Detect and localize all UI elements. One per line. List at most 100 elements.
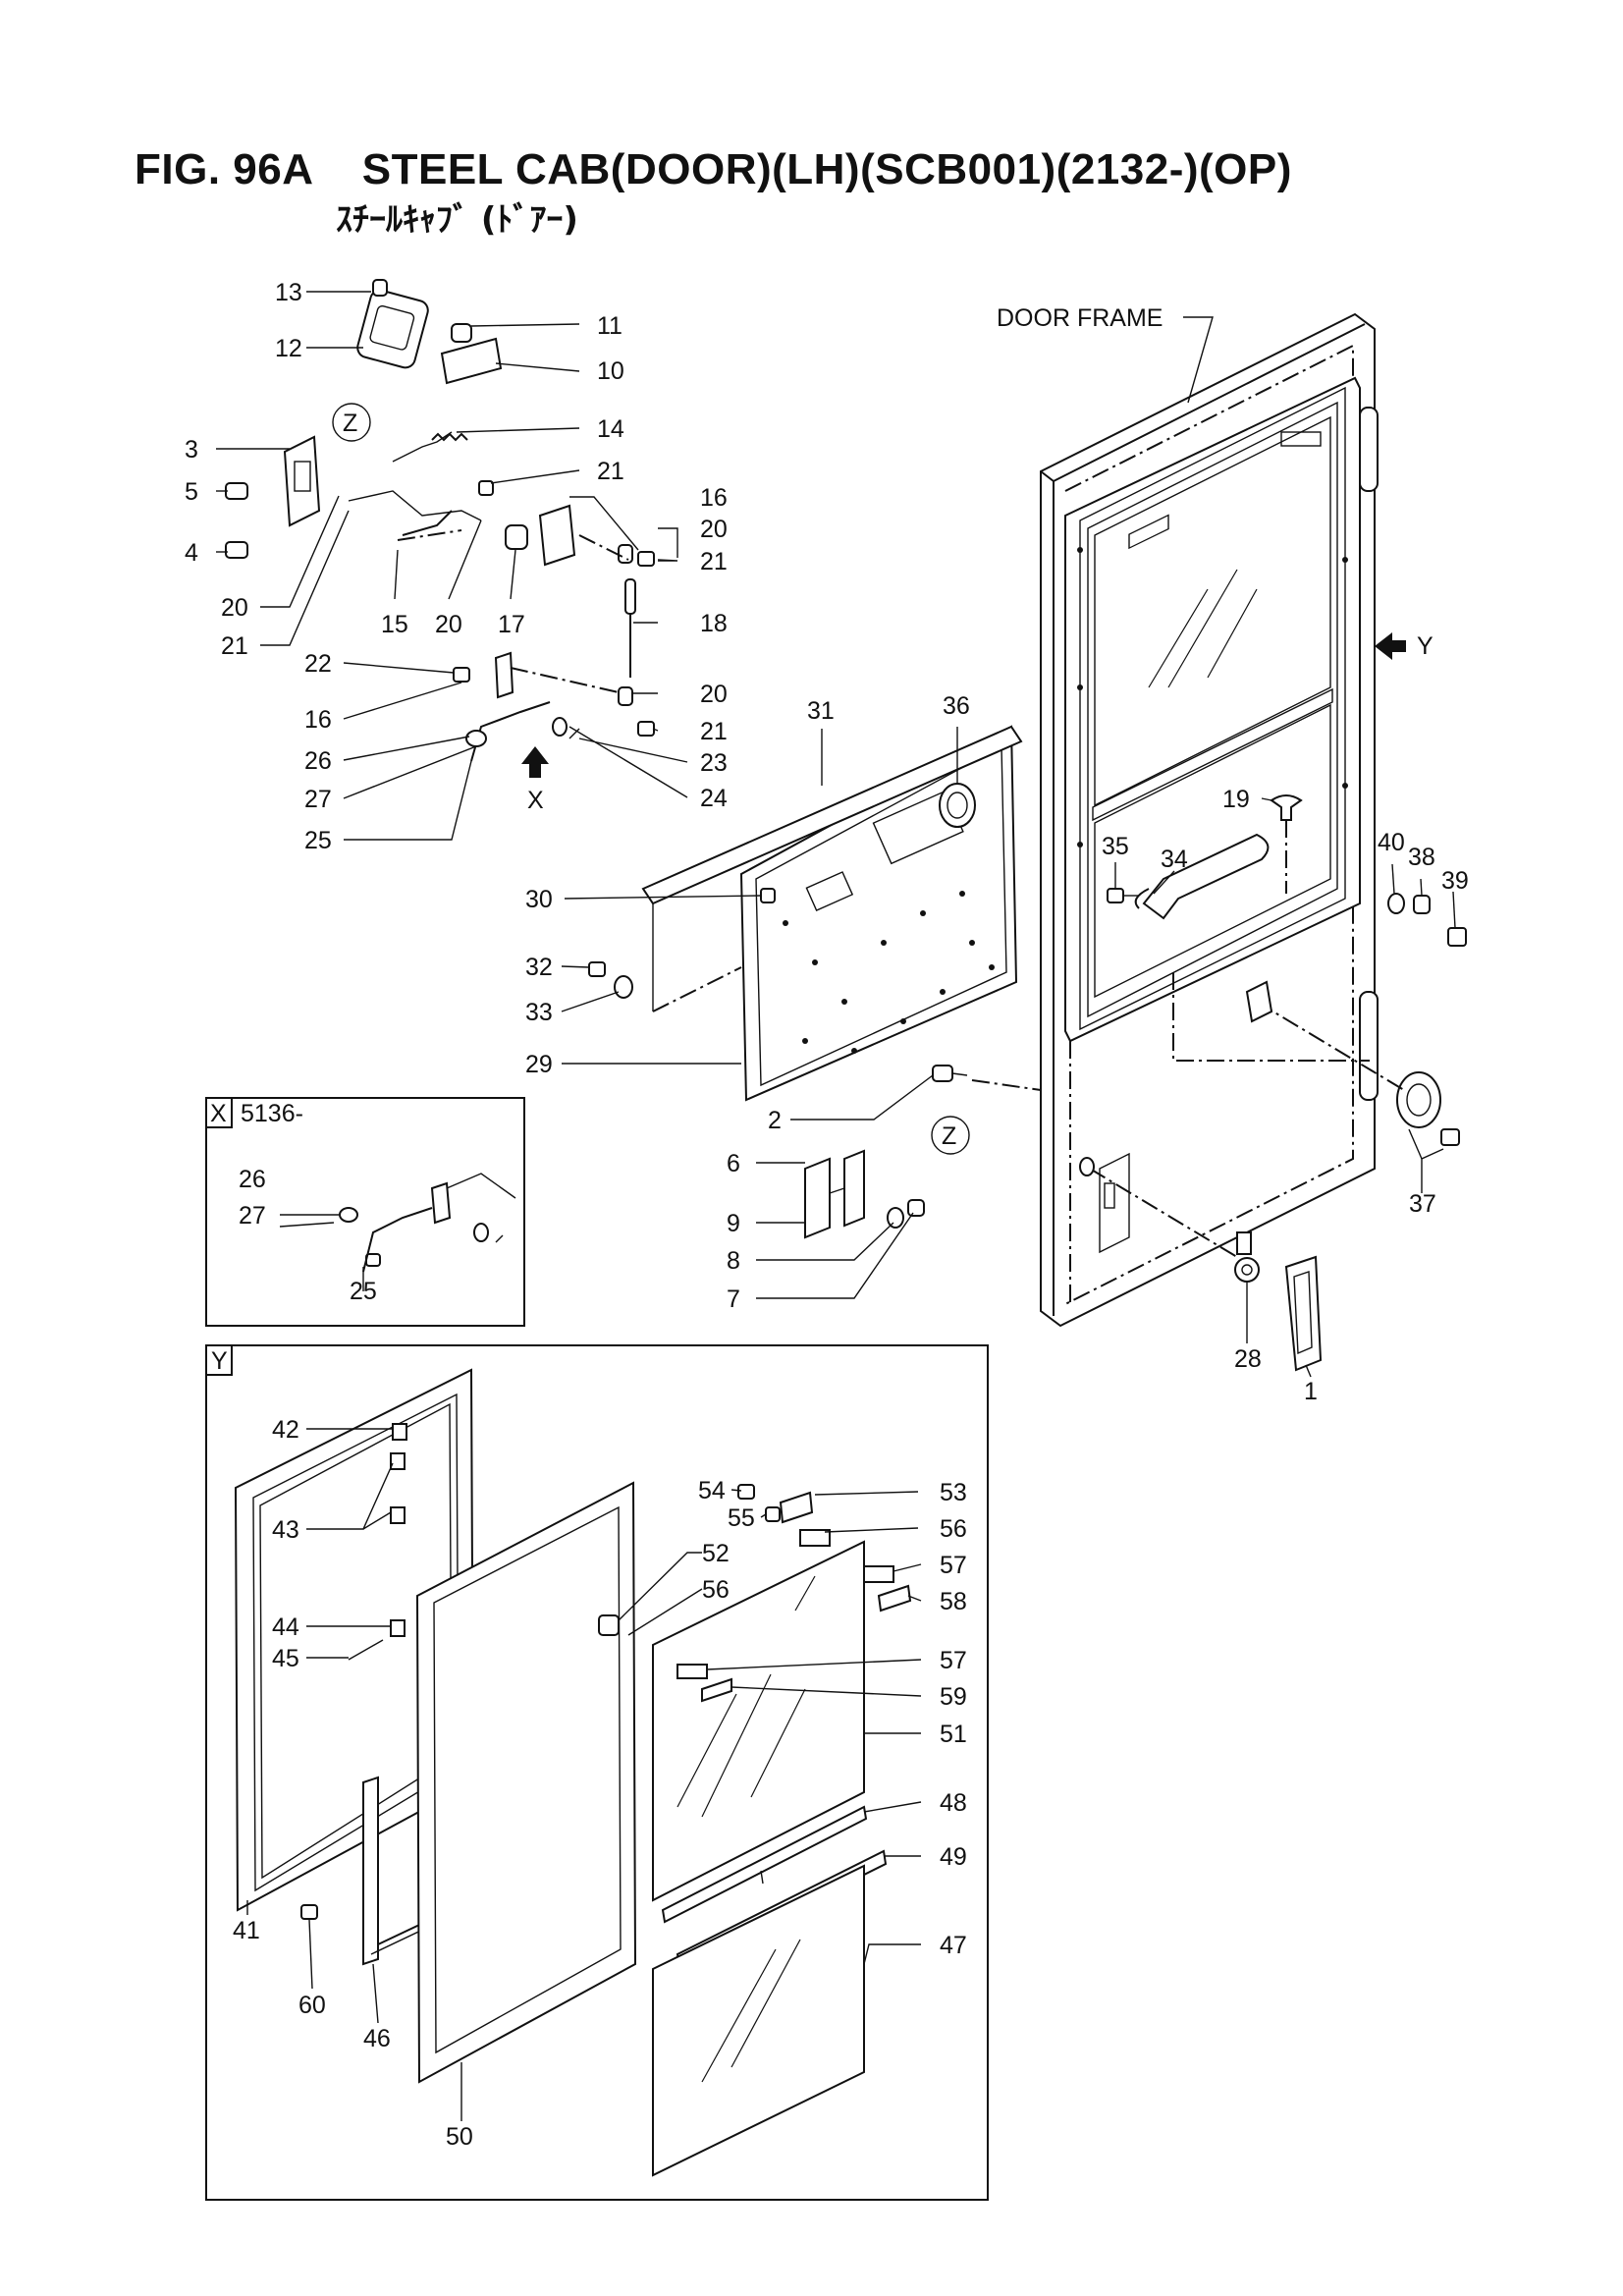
part-16-b: 16 [304,706,332,734]
part-21-a: 21 [597,458,624,485]
view-z-lower-text: Z [942,1122,956,1150]
part-50: 50 [446,2123,473,2151]
part-42: 42 [272,1416,299,1444]
view-x-arrow: X [521,746,549,814]
part-32: 32 [525,954,553,981]
part-20-d: 20 [700,681,728,708]
part-25-a: 25 [304,827,332,854]
part-26-a: 26 [304,747,332,775]
part-52: 52 [702,1540,730,1567]
part-22: 22 [304,650,332,678]
part-3: 3 [185,436,198,464]
bolt-39-icon [1447,927,1467,947]
part-57-b: 57 [940,1647,967,1674]
door-frame-text: DOOR FRAME [997,304,1163,332]
part-24: 24 [700,785,728,812]
part-33: 33 [525,999,553,1026]
part-43: 43 [272,1516,299,1544]
grommet-40-icon [1387,893,1405,914]
part-30: 30 [525,886,553,913]
part-21-b: 21 [221,632,248,660]
part-25-b: 25 [350,1278,377,1305]
part-28: 28 [1234,1345,1262,1373]
part-45: 45 [272,1645,299,1672]
part-27-a: 27 [304,786,332,813]
part-16-a: 16 [700,484,728,512]
figure-title: FIG. 96A STEEL CAB(DOOR)(LH)(SCB001)(213… [135,145,1292,193]
view-z-upper-text: Z [343,410,357,437]
washer-33-icon [614,975,633,999]
screw-7-icon [907,1199,925,1217]
part-60: 60 [298,1992,326,2019]
box-y-letter: Y [211,1347,228,1375]
part-23: 23 [700,749,728,777]
part-20-c: 20 [700,516,728,543]
part-9: 9 [727,1210,740,1237]
part-47: 47 [940,1932,967,1959]
part-20-b: 20 [435,611,462,638]
latch-mechanism [225,279,655,762]
clip-19-icon [1270,794,1303,894]
part-10: 10 [597,357,624,385]
part-8: 8 [727,1247,740,1275]
part-12: 12 [275,335,302,362]
part-31: 31 [807,697,835,725]
part-11: 11 [597,312,622,340]
part-56-b: 56 [940,1515,967,1543]
view-y-text: Y [1417,632,1434,660]
lock-28-icon [1234,1231,1260,1283]
part-18: 18 [700,610,728,637]
view-y-arrow: Y [1375,632,1434,660]
part-37: 37 [1409,1190,1436,1218]
part-58: 58 [940,1588,967,1615]
part-21-c: 21 [700,548,728,575]
bezel-37-icon [1396,1071,1460,1146]
part-34: 34 [1161,846,1188,873]
part-29: 29 [525,1051,553,1078]
part-20-a: 20 [221,594,248,622]
part-53: 53 [940,1479,967,1506]
detail-box-x: X 5136- [205,1097,525,1327]
part-54: 54 [698,1477,726,1504]
part-6: 6 [727,1150,740,1177]
part-26-b: 26 [239,1166,266,1193]
part-15: 15 [381,611,408,638]
part-55: 55 [728,1504,755,1532]
inner-handle-34 [1134,833,1270,920]
panel-holes [783,891,995,1054]
part-4: 4 [185,539,198,567]
leader-lines [216,291,1456,2121]
part-56-a: 56 [702,1576,730,1604]
z-callout-lower: Z [931,1116,970,1155]
detail-box-y: Y [205,1344,989,2201]
part-17: 17 [498,611,525,638]
part-7: 7 [727,1285,740,1313]
part-44: 44 [272,1613,299,1641]
part-38: 38 [1408,844,1435,871]
part-19: 19 [1222,786,1250,813]
part-46: 46 [363,2025,391,2052]
bracket-6-9 [804,1149,865,1239]
part-14: 14 [597,415,624,443]
washer-8-icon [887,1207,904,1229]
outer-handle-1 [1284,1255,1323,1372]
part-39: 39 [1441,867,1469,895]
part-27-b: 27 [239,1202,266,1230]
part-40: 40 [1378,829,1405,856]
part-41: 41 [233,1917,260,1944]
part-35: 35 [1102,833,1129,860]
part-21-d: 21 [700,718,728,745]
part-number-labels: 13 12 11 10 14 3 5 4 21 20 21 15 20 17 1… [185,279,1469,2151]
view-x-text: X [527,787,544,814]
door-frame-label: DOOR FRAME [997,304,1214,404]
inner-panel-29 [641,725,1023,1102]
box-x-letter: X [210,1100,227,1127]
part-2: 2 [768,1107,782,1134]
part-5: 5 [185,478,198,506]
part-36: 36 [943,692,970,720]
part-57-a: 57 [940,1552,967,1579]
part-51: 51 [940,1721,967,1748]
part-59: 59 [940,1683,967,1711]
part-49: 49 [940,1843,967,1871]
